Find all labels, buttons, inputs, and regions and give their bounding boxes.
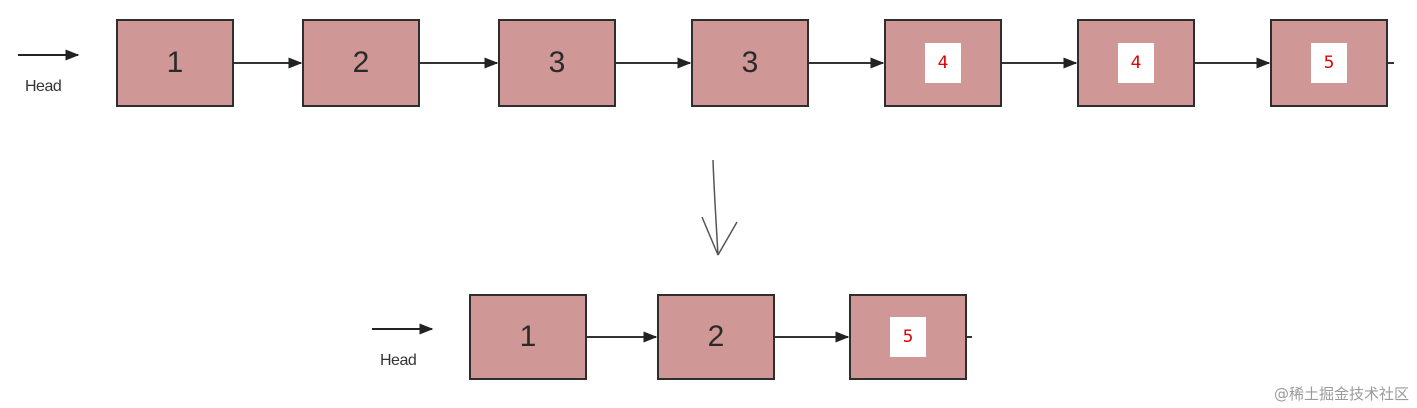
- node-value: 3: [741, 46, 759, 79]
- node-value: 5: [890, 317, 926, 357]
- node-value: 4: [925, 43, 961, 83]
- node-value: 1: [519, 320, 537, 353]
- node-value: 5: [1311, 43, 1347, 83]
- node-value: 2: [707, 320, 725, 353]
- bottom-list-node: 1: [469, 294, 587, 380]
- top-list-node: 2: [302, 19, 420, 107]
- top-list-node: 1: [116, 19, 234, 107]
- top-list-node: 3: [691, 19, 809, 107]
- transform-down-arrow: [701, 159, 738, 256]
- watermark: @稀土掘金技术社区: [1273, 385, 1409, 403]
- bottom-list-node: 5: [849, 294, 967, 380]
- bottom-list-node: 2: [657, 294, 775, 380]
- node-value: 2: [352, 46, 370, 79]
- node-value: 1: [166, 46, 184, 79]
- top-head-label: Head: [25, 78, 62, 95]
- top-list-node: 3: [498, 19, 616, 107]
- top-list-node: 5: [1270, 19, 1388, 107]
- top-list-node: 4: [884, 19, 1002, 107]
- node-value: 4: [1118, 43, 1154, 83]
- top-list-node: 4: [1077, 19, 1195, 107]
- node-value: 3: [548, 46, 566, 79]
- bottom-head-label: Head: [380, 352, 417, 369]
